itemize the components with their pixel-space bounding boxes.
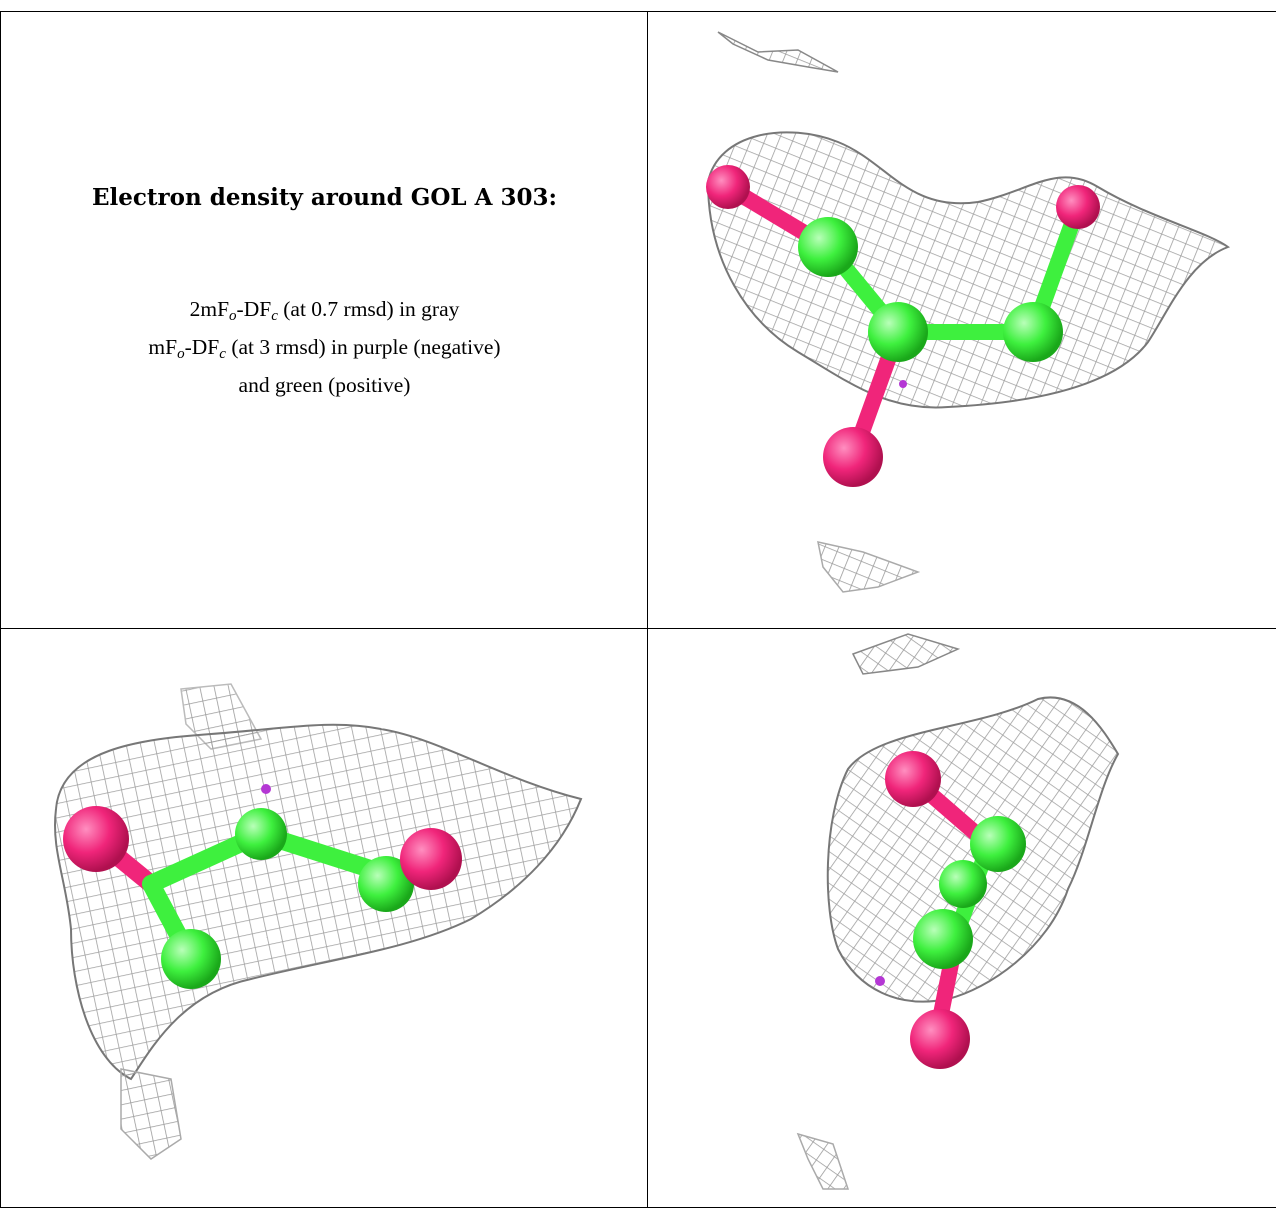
- mesh-fragment: [851, 633, 961, 675]
- density-panel-bottom-right: [648, 629, 1276, 1207]
- density-mesh: [706, 131, 1231, 409]
- mesh-fragment: [796, 1132, 850, 1190]
- glycerol-model: [63, 784, 462, 989]
- caption-legend: 2mFo-DFc (at 0.7 rmsd) in gray mFo-DFc (…: [1, 294, 647, 401]
- table-left-border: [0, 11, 1, 1208]
- mesh-fragment: [817, 541, 921, 593]
- table-bottom-border: [0, 1207, 1276, 1208]
- density-view-1: [706, 31, 1231, 593]
- table-center-divider: [647, 11, 648, 1208]
- density-view-3: [796, 633, 1120, 1190]
- caption-title: Electron density around GOL A 303:: [92, 184, 557, 211]
- caption-cell: Electron density around GOL A 303: 2mFo-…: [1, 12, 647, 628]
- legend-line-gray: 2mFo-DFc (at 0.7 rmsd) in gray: [189, 297, 460, 324]
- density-panel-bottom-left: [1, 629, 647, 1207]
- table-top-border: [0, 11, 1276, 12]
- legend-line-purple: mFo-DFc (at 3 rmsd) in purple (negative): [148, 335, 501, 362]
- density-panel-top-right: [648, 12, 1276, 628]
- glycerol-model: [875, 751, 1026, 1069]
- density-mesh: [54, 723, 583, 1081]
- table-middle-border: [0, 628, 1276, 629]
- mesh-fragment: [717, 31, 839, 73]
- density-view-2: [54, 683, 583, 1160]
- mesh-fragment: [120, 1068, 182, 1160]
- glycerol-model: [706, 165, 1100, 487]
- legend-line-green: and green (positive): [238, 373, 411, 397]
